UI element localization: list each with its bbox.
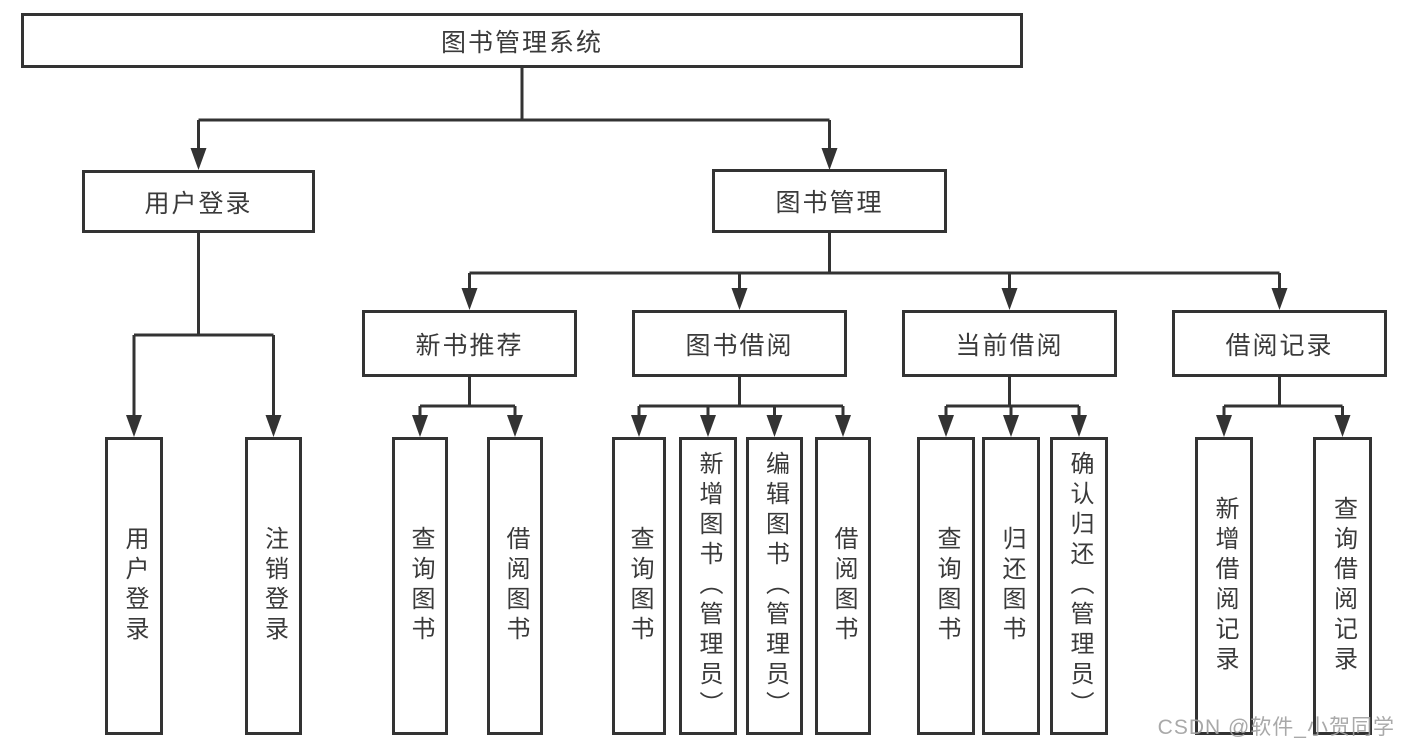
node-label: 新书推荐 [415,331,524,360]
node-label: 图书借阅 [685,331,794,360]
arrowhead-icon [1001,288,1018,310]
leaf-add-books-admin: 新增图书（管理员） [679,437,737,735]
leaf-add-borrow-record: 新增借阅记录 [1195,437,1253,735]
node-borrow-records: 借阅记录 [1172,310,1387,377]
node-root-library-system: 图书管理系统 [21,13,1023,68]
node-label: 借阅图书 [502,526,529,646]
node-label: 确认归还（管理员） [1066,451,1093,721]
leaf-return-books: 归还图书 [982,437,1040,735]
leaf-logout: 注销登录 [245,437,302,735]
arrowhead-icon [835,415,851,437]
node-label: 借阅记录 [1225,331,1334,360]
arrowhead-icon [1003,415,1019,437]
node-label: 新增借阅记录 [1211,496,1238,676]
node-label: 新增图书（管理员） [695,451,722,721]
node-label: 当前借阅 [955,331,1064,360]
arrowhead-icon [1071,415,1087,437]
node-label: 查询借阅记录 [1329,496,1357,676]
arrowhead-icon [265,415,282,437]
arrowhead-icon [631,415,647,437]
arrowhead-icon [766,415,783,437]
leaf-user-login: 用户登录 [105,437,163,735]
node-label: 图书管理系统 [440,28,603,57]
arrowhead-icon [461,288,478,310]
node-label: 归还图书 [998,526,1025,646]
node-user-login: 用户登录 [82,170,315,233]
leaf-borrow-books-recommend: 借阅图书 [487,437,543,735]
node-label: 用户登录 [144,189,253,218]
leaf-query-borrow-record: 查询借阅记录 [1313,437,1372,735]
leaf-confirm-return-admin: 确认归还（管理员） [1050,437,1108,735]
arrowhead-icon [1216,415,1232,437]
node-label: 查询图书 [626,526,653,646]
node-book-management: 图书管理 [712,169,947,233]
arrowhead-icon [731,288,748,310]
node-label: 图书管理 [775,189,884,217]
leaf-query-books-borrow: 查询图书 [612,437,666,735]
arrowhead-icon [412,415,428,437]
leaf-edit-books-admin: 编辑图书（管理员） [746,437,803,735]
arrowhead-icon [700,415,716,437]
node-book-borrowing: 图书借阅 [632,310,847,377]
arrowhead-icon [1334,415,1351,437]
node-label: 查询图书 [407,526,434,646]
leaf-query-books-current: 查询图书 [917,437,975,735]
arrowhead-icon [126,415,142,437]
node-label: 注销登录 [260,526,288,646]
arrowhead-icon [507,415,523,437]
arrowhead-icon [1271,288,1288,310]
node-current-borrowing: 当前借阅 [902,310,1117,377]
node-label: 用户登录 [121,526,148,646]
node-label: 查询图书 [933,526,960,646]
leaf-query-books-recommend: 查询图书 [392,437,448,735]
arrowhead-icon [821,148,838,170]
node-label: 借阅图书 [830,526,857,646]
node-label: 编辑图书（管理员） [761,451,789,721]
arrowhead-icon [190,148,207,170]
leaf-borrow-books: 借阅图书 [815,437,871,735]
arrowhead-icon [938,415,954,437]
node-new-book-recommend: 新书推荐 [362,310,577,377]
